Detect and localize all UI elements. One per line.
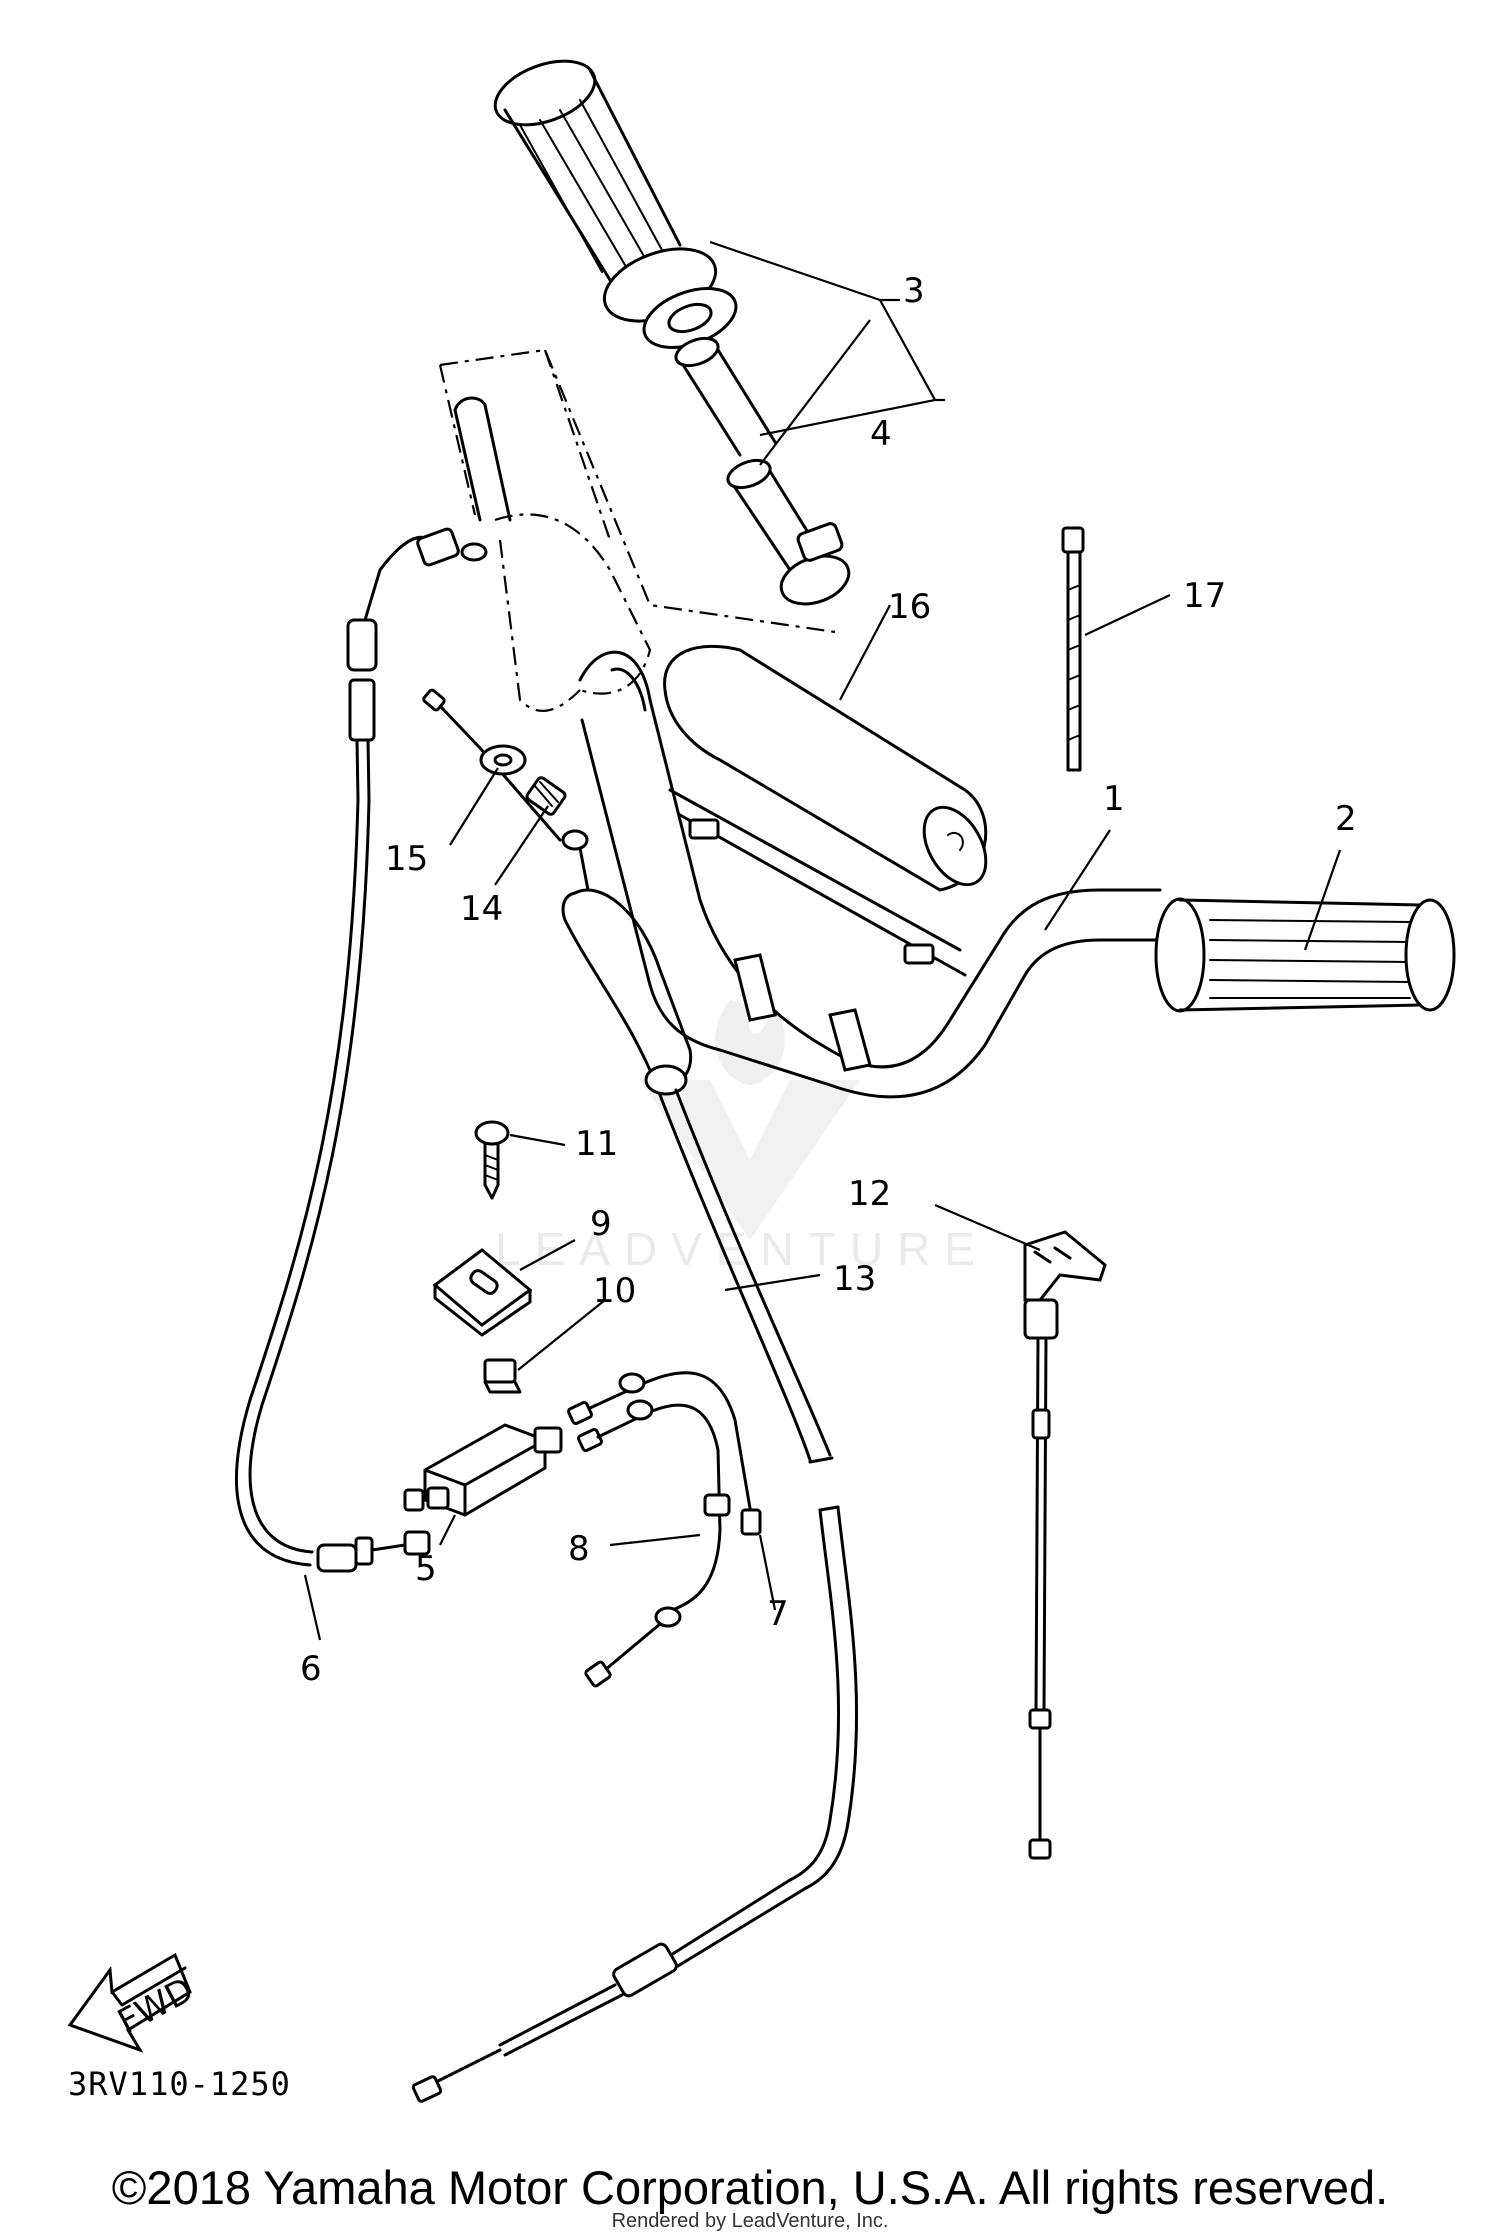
screw — [474, 1120, 510, 1200]
crossbar-pad — [663, 644, 988, 892]
leadventure-watermark: LEADVENTURE — [495, 1000, 975, 1275]
callout-11: 11 — [575, 1124, 618, 1164]
plate — [432, 1248, 533, 1337]
callout-14: 14 — [460, 889, 503, 929]
cable-adjuster-15-14 — [422, 688, 589, 851]
diagram-code: 3RV110-1250 — [68, 2065, 291, 2103]
throttle-tube — [674, 336, 851, 606]
handlebar — [578, 650, 1162, 1099]
throttle-cable-13 — [411, 846, 859, 2103]
callout-17: 17 — [1183, 576, 1226, 616]
callout-5: 5 — [415, 1549, 437, 1589]
callout-6: 6 — [300, 1649, 322, 1689]
callout-16: 16 — [888, 587, 931, 627]
callout-15: 15 — [385, 839, 428, 879]
copyright-notice: ©2018 Yamaha Motor Corporation, U.S.A. A… — [111, 2161, 1389, 2214]
callout-1: 1 — [1103, 779, 1125, 819]
left-grip — [1154, 897, 1456, 1013]
cable-6 — [235, 527, 488, 1573]
throttle-grip — [493, 59, 738, 349]
leader-lines — [303, 319, 1342, 1641]
callout-3: 3 — [903, 271, 925, 311]
callout-4: 4 — [870, 414, 892, 454]
callout-12: 12 — [848, 1174, 891, 1214]
callout-numbers: 1 2 3 4 5 6 7 8 9 10 11 12 13 14 15 16 1… — [300, 271, 1357, 1689]
connector — [483, 1358, 522, 1394]
callout-13: 13 — [833, 1259, 876, 1299]
callout-2: 2 — [1335, 799, 1357, 839]
cable-tie — [1061, 526, 1085, 772]
callout-9: 9 — [590, 1204, 612, 1244]
switch-housing — [403, 1423, 563, 1517]
callout-7: 7 — [767, 1594, 789, 1634]
callout-8: 8 — [568, 1529, 590, 1569]
rendered-by-note: Rendered by LeadVenture, Inc. — [611, 2210, 889, 2232]
phantom-outline — [438, 348, 836, 712]
callout-10: 10 — [593, 1271, 636, 1311]
fwd-arrow: FWD — [67, 1952, 200, 2053]
switch-cables — [567, 1371, 762, 1688]
choke-lever — [1023, 1230, 1107, 1860]
